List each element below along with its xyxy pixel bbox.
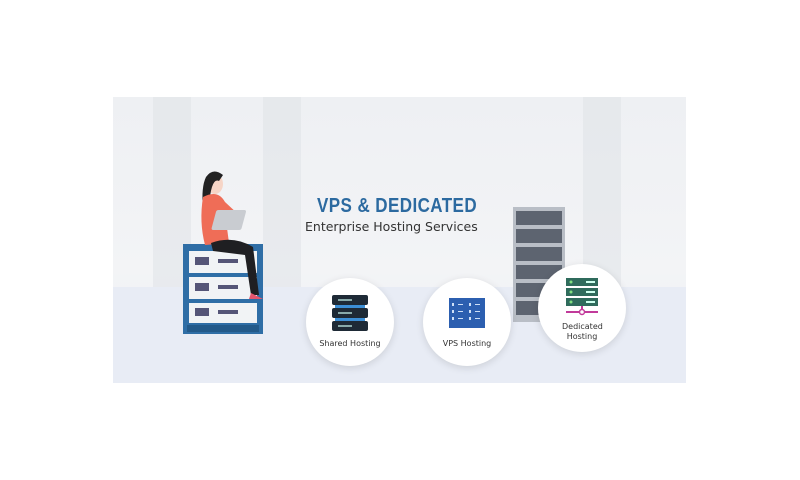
banner-subtitle: Enterprise Hosting Services — [305, 219, 478, 234]
banner-title: VPS & DEDICATED — [317, 195, 478, 217]
dedicated-server-icon — [566, 278, 598, 316]
dedicated-hosting-card[interactable]: Dedicated Hosting — [538, 264, 626, 352]
shared-server-icon — [332, 295, 368, 331]
service-label: VPS Hosting — [442, 339, 492, 348]
background-pillar — [263, 97, 301, 297]
vps-hosting-card[interactable]: VPS Hosting — [423, 278, 511, 366]
service-label: Dedicated Hosting — [562, 322, 603, 341]
shared-hosting-card[interactable]: Shared Hosting — [306, 278, 394, 366]
service-label: Shared Hosting — [319, 339, 381, 348]
vps-server-icon — [449, 298, 485, 328]
hosting-banner: VPS & DEDICATED Enterprise Hosting Servi… — [113, 97, 686, 383]
background-pillar — [583, 97, 621, 297]
woman-on-server-illustration — [183, 171, 263, 334]
